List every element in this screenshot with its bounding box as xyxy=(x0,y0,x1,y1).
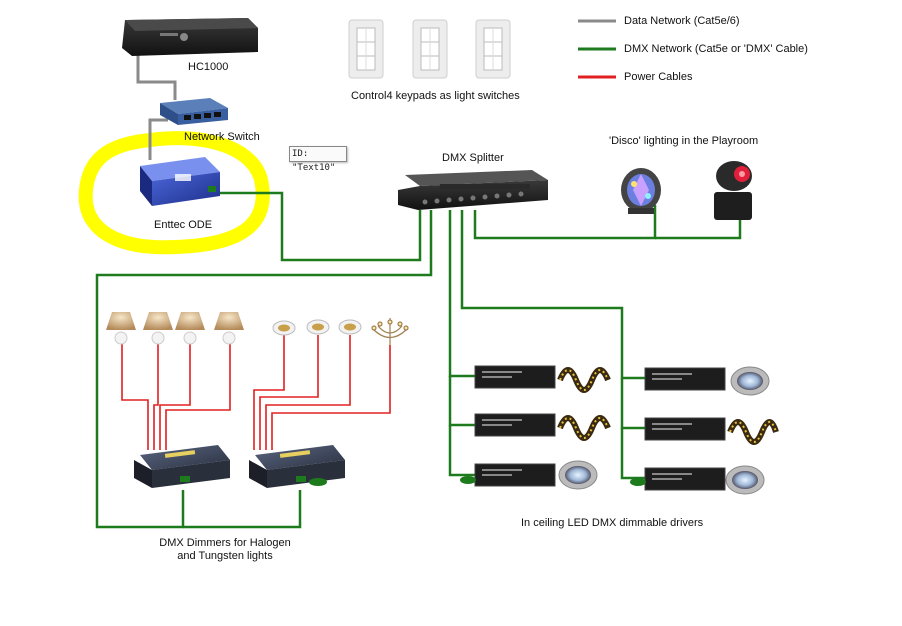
element-id-tooltip: ID: "Text10" xyxy=(289,146,347,173)
keypad xyxy=(475,19,511,79)
dmx-connectors xyxy=(460,476,646,486)
table-lamp xyxy=(143,312,173,345)
led-driver xyxy=(644,467,726,491)
led-strip xyxy=(727,419,779,445)
disco-lighting-label: 'Disco' lighting in the Playroom xyxy=(609,135,759,147)
keypad xyxy=(412,19,448,79)
dmx-dimmer xyxy=(249,445,345,488)
enttec-ode-device xyxy=(140,157,220,206)
hc1000-label: HC1000 xyxy=(188,61,229,73)
keypad xyxy=(348,19,384,79)
highlight-ring xyxy=(78,131,270,255)
downlights xyxy=(272,319,362,336)
table-lamp xyxy=(175,312,205,345)
downlight xyxy=(338,319,362,335)
dimmers-label-line2: and Tungsten lights xyxy=(177,550,273,562)
led-strip xyxy=(557,415,611,441)
legend-label-dmx-network: DMX Network (Cat5e or 'DMX' Cable) xyxy=(624,43,808,55)
led-driver xyxy=(644,367,726,391)
chandelier xyxy=(371,318,409,345)
control4-keypads xyxy=(348,19,511,79)
led-driver xyxy=(474,463,556,487)
downlight xyxy=(306,319,330,335)
disco-moving-head-light xyxy=(714,161,752,220)
keypads-label: Control4 keypads as light switches xyxy=(351,90,520,102)
led-strip xyxy=(557,367,611,393)
dmx-splitter-device xyxy=(398,170,548,210)
network-switch-device xyxy=(160,98,228,125)
network-switch-label: Network Switch xyxy=(184,131,260,143)
led-driver xyxy=(474,413,556,437)
led-downlight xyxy=(730,366,770,396)
table-lamp xyxy=(106,312,136,345)
led-drivers-label: In ceiling LED DMX dimmable drivers xyxy=(521,517,704,529)
led-driver xyxy=(474,365,556,389)
dimmers-label-line1: DMX Dimmers for Halogen xyxy=(159,537,291,549)
data-network-cables xyxy=(136,50,177,160)
legend-label-data-network: Data Network (Cat5e/6) xyxy=(624,15,740,27)
disco-derby-light xyxy=(621,168,661,214)
enttec-ode-label: Enttec ODE xyxy=(154,219,213,231)
table-lamp xyxy=(214,312,244,345)
hc1000-device xyxy=(122,18,258,56)
legend xyxy=(578,19,616,79)
legend-label-power-cables: Power Cables xyxy=(624,71,693,83)
led-downlight xyxy=(558,460,598,490)
dmx-splitter-label: DMX Splitter xyxy=(442,152,504,164)
downlight xyxy=(272,320,296,336)
table-lamps xyxy=(106,312,244,345)
led-downlight xyxy=(725,465,765,495)
power-cables xyxy=(121,335,391,450)
dmx-dimmer xyxy=(134,445,230,488)
led-driver xyxy=(644,417,726,441)
